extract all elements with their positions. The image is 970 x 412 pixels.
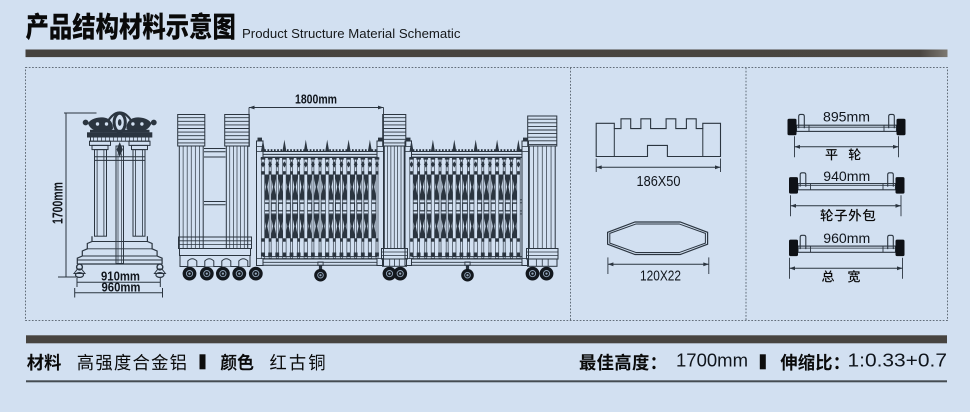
svg-text:1800mm: 1800mm xyxy=(295,92,337,107)
svg-text:1700mm: 1700mm xyxy=(50,182,67,224)
svg-text:1:0.33+0.7: 1:0.33+0.7 xyxy=(848,351,948,371)
svg-text:960mm: 960mm xyxy=(102,280,141,294)
svg-text:Product Structure Material Sch: Product Structure Material Schematic xyxy=(242,26,461,41)
svg-text:1700mm: 1700mm xyxy=(676,351,748,371)
svg-text:960mm: 960mm xyxy=(823,231,870,247)
svg-text:895mm: 895mm xyxy=(823,109,870,125)
svg-text:940mm: 940mm xyxy=(823,169,870,185)
svg-text:186X50: 186X50 xyxy=(637,174,681,190)
svg-text:910mm: 910mm xyxy=(101,270,140,284)
svg-text:120X22: 120X22 xyxy=(640,269,681,285)
